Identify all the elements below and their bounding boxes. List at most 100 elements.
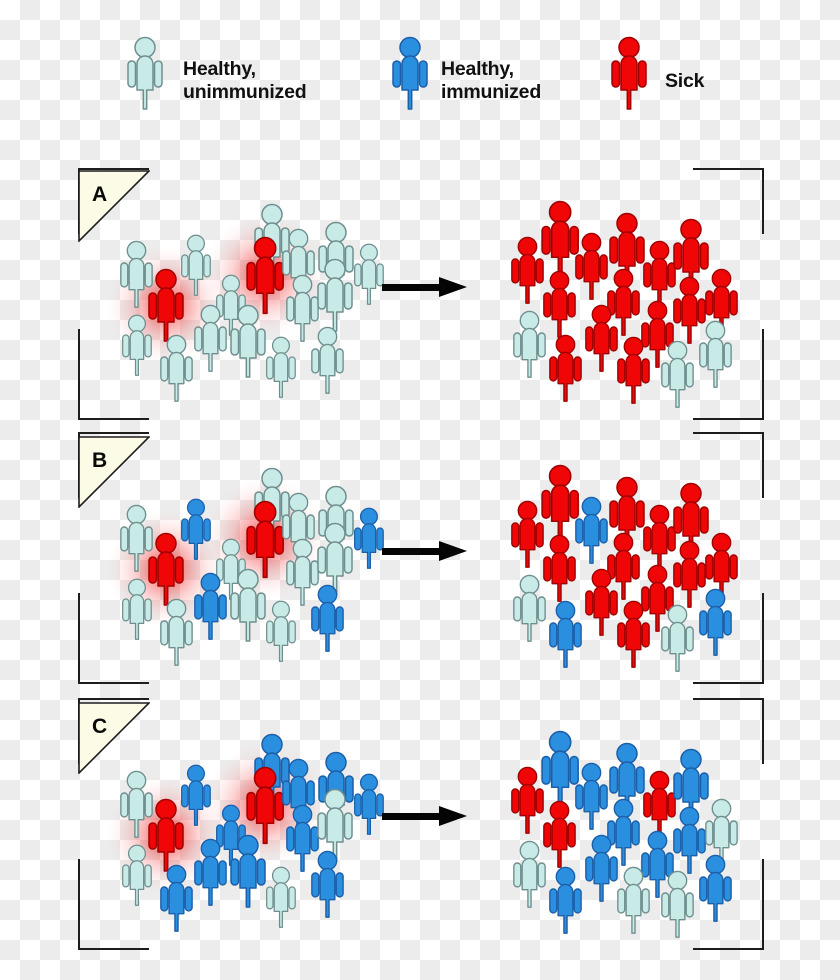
person-sick-icon bbox=[542, 534, 577, 602]
panel-tag-c: C bbox=[78, 702, 151, 775]
arrow-head bbox=[439, 806, 467, 826]
person-healthy-immunized-icon bbox=[180, 764, 212, 826]
person-sick-icon bbox=[672, 276, 707, 344]
person-healthy-unimmunized-icon bbox=[121, 578, 153, 640]
person-healthy-unimmunized-icon bbox=[704, 798, 739, 866]
panel-tag-triangle bbox=[78, 436, 151, 509]
person-healthy-unimmunized-icon bbox=[121, 314, 153, 376]
population-after bbox=[496, 726, 746, 938]
transition-arrow bbox=[382, 541, 468, 562]
person-healthy-immunized-icon bbox=[310, 584, 345, 652]
person-healthy-unimmunized-icon bbox=[229, 304, 267, 378]
person-sick-icon bbox=[584, 304, 619, 372]
person-healthy-unimmunized-icon bbox=[353, 243, 385, 305]
person-sick-icon bbox=[147, 798, 185, 872]
panel-tag-a: A bbox=[78, 170, 151, 243]
panel-bracket-right bbox=[678, 432, 764, 684]
person-healthy-unimmunized-icon bbox=[119, 770, 154, 838]
person-healthy-unimmunized-icon bbox=[119, 504, 154, 572]
legend-label-sick: Sick bbox=[665, 70, 705, 92]
person-healthy-unimmunized-icon bbox=[229, 568, 267, 642]
person-healthy-unimmunized-icon bbox=[265, 600, 297, 662]
person-sick-icon bbox=[147, 532, 185, 606]
person-healthy-unimmunized-icon bbox=[159, 598, 194, 666]
panel-tag-letter: C bbox=[92, 715, 108, 738]
person-healthy-immunized-icon bbox=[548, 866, 583, 934]
person-sick-icon bbox=[574, 232, 609, 300]
person-sick-icon bbox=[584, 568, 619, 636]
person-healthy-unimmunized-icon bbox=[660, 340, 695, 408]
person-healthy-immunized-icon bbox=[672, 806, 707, 874]
legend-sick-icon bbox=[610, 36, 648, 110]
arrow-shaft bbox=[382, 548, 444, 555]
population-after bbox=[496, 196, 746, 408]
transition-arrow bbox=[382, 806, 468, 827]
person-healthy-unimmunized-icon bbox=[121, 844, 153, 906]
person-sick-icon bbox=[245, 766, 285, 845]
panel-tag-b: B bbox=[78, 436, 151, 509]
panel-bracket-right bbox=[678, 168, 764, 420]
person-healthy-immunized-icon bbox=[698, 854, 733, 922]
person-sick-icon bbox=[606, 532, 641, 600]
person-sick-icon bbox=[542, 270, 577, 338]
population-before bbox=[105, 460, 384, 670]
person-healthy-unimmunized-icon bbox=[316, 258, 354, 332]
person-healthy-immunized-icon bbox=[548, 600, 583, 668]
person-sick-icon bbox=[640, 300, 675, 368]
person-healthy-immunized-icon bbox=[574, 496, 609, 564]
person-healthy-immunized-icon bbox=[281, 758, 316, 826]
person-healthy-immunized-icon bbox=[608, 742, 646, 816]
person-sick-icon bbox=[616, 336, 651, 404]
legend-label-healthy_unimmunized: Healthy, unimmunized bbox=[183, 58, 307, 103]
person-healthy-immunized-icon bbox=[285, 804, 320, 872]
person-healthy-unimmunized-icon bbox=[660, 604, 695, 672]
person-healthy-immunized-icon bbox=[193, 838, 228, 906]
person-healthy-unimmunized-icon bbox=[316, 522, 354, 596]
legend: Healthy, unimmunized Healthy, immunized Si… bbox=[0, 0, 840, 150]
person-sick-icon bbox=[245, 500, 285, 579]
person-sick-icon bbox=[510, 236, 545, 304]
person-sick-icon bbox=[672, 540, 707, 608]
person-healthy-unimmunized-icon bbox=[698, 320, 733, 388]
person-healthy-unimmunized-icon bbox=[660, 870, 695, 938]
person-healthy-unimmunized-icon bbox=[512, 574, 547, 642]
person-healthy-immunized-icon bbox=[540, 730, 580, 809]
panel-bracket-right bbox=[678, 698, 764, 950]
person-healthy-immunized-icon bbox=[353, 773, 385, 835]
person-healthy-immunized-icon bbox=[698, 588, 733, 656]
person-healthy-unimmunized-icon bbox=[265, 336, 297, 398]
population-before bbox=[105, 726, 384, 936]
person-healthy-immunized-icon bbox=[574, 762, 609, 830]
person-healthy-unimmunized-icon bbox=[119, 240, 154, 308]
legend-healthy_immunized-icon bbox=[391, 36, 429, 110]
person-healthy-unimmunized-icon bbox=[512, 310, 547, 378]
person-healthy-unimmunized-icon bbox=[512, 840, 547, 908]
person-healthy-immunized-icon bbox=[353, 507, 385, 569]
person-healthy-immunized-icon bbox=[193, 572, 228, 640]
person-healthy-unimmunized-icon bbox=[180, 234, 212, 296]
person-healthy-immunized-icon bbox=[229, 834, 267, 908]
person-healthy-unimmunized-icon bbox=[285, 538, 320, 606]
arrow-shaft bbox=[382, 284, 444, 291]
panel-tag-letter: A bbox=[92, 183, 108, 206]
person-healthy-unimmunized-icon bbox=[316, 788, 354, 862]
arrow-head bbox=[439, 277, 467, 297]
arrow-shaft bbox=[382, 813, 444, 820]
person-healthy-immunized-icon bbox=[672, 748, 710, 822]
person-healthy-unimmunized-icon bbox=[159, 334, 194, 402]
person-sick-icon bbox=[642, 504, 677, 572]
panel-tag-triangle bbox=[78, 170, 151, 243]
person-sick-icon bbox=[510, 500, 545, 568]
person-sick-icon bbox=[704, 268, 739, 336]
person-sick-icon bbox=[540, 200, 580, 279]
person-healthy-immunized-icon bbox=[159, 864, 194, 932]
transition-arrow bbox=[382, 277, 468, 298]
person-sick-icon bbox=[510, 766, 545, 834]
person-sick-icon bbox=[672, 218, 710, 292]
person-sick-icon bbox=[542, 800, 577, 868]
panel-tag-triangle bbox=[78, 702, 151, 775]
legend-label-healthy_immunized: Healthy, immunized bbox=[441, 58, 542, 103]
person-sick-icon bbox=[540, 464, 580, 543]
person-sick-icon bbox=[672, 482, 710, 556]
